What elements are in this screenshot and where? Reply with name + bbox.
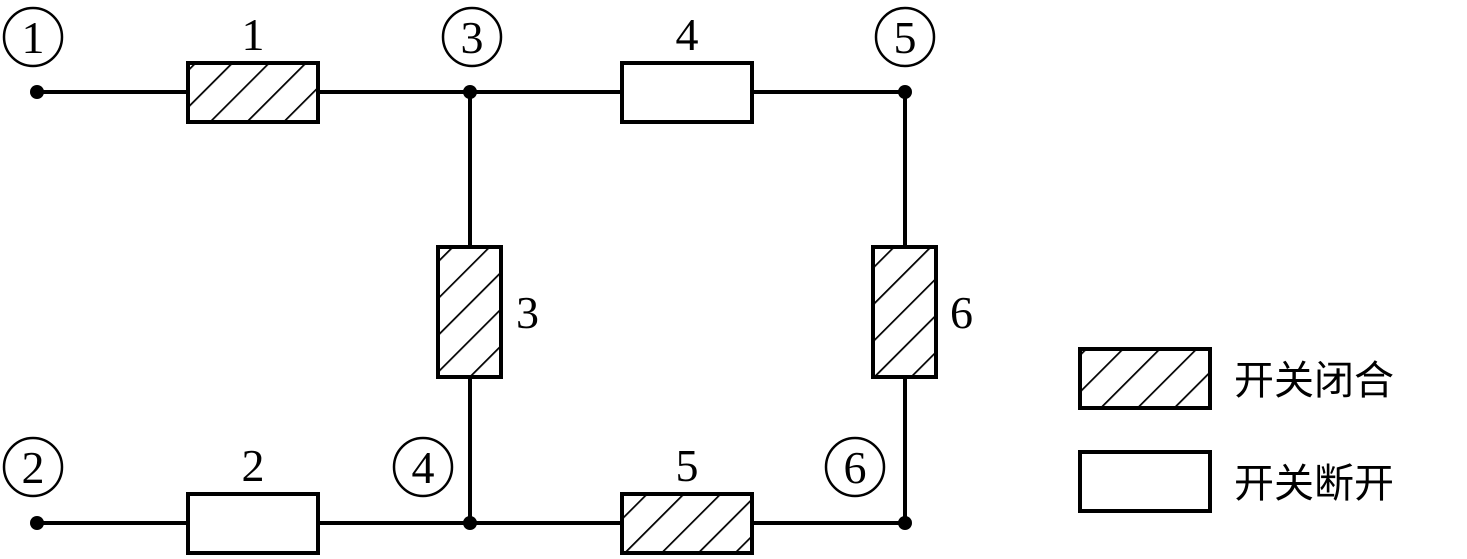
junctions bbox=[30, 85, 912, 530]
node-label-1: 1 bbox=[22, 12, 45, 63]
legend-closed-swatch bbox=[1078, 347, 1212, 410]
switch-label-4: 4 bbox=[676, 9, 699, 60]
legend-open-label: 开关断开 bbox=[1234, 461, 1394, 507]
node-circle-4 bbox=[392, 436, 454, 498]
junction-dot-3 bbox=[463, 85, 477, 99]
switch-1 bbox=[186, 61, 320, 124]
switch-label-5: 5 bbox=[676, 440, 699, 491]
node-circle-3 bbox=[441, 6, 503, 68]
switch-label-2: 2 bbox=[242, 440, 265, 491]
node-label-4: 4 bbox=[412, 442, 435, 493]
legend-open-swatch bbox=[1078, 450, 1212, 513]
junction-dot-4 bbox=[463, 516, 477, 530]
junction-dot-6 bbox=[898, 516, 912, 530]
switches bbox=[186, 61, 938, 555]
node-label-2: 2 bbox=[22, 442, 45, 493]
node-circle-6 bbox=[824, 436, 886, 498]
node-1: 1 bbox=[2, 6, 64, 68]
node-markers: 1 2 3 4 5 6 bbox=[2, 6, 936, 498]
node-circle-5 bbox=[874, 6, 936, 68]
node-label-3: 3 bbox=[461, 12, 484, 63]
node-circle-2 bbox=[2, 436, 64, 498]
junction-dot-1 bbox=[30, 85, 44, 99]
node-2: 2 bbox=[2, 436, 64, 498]
legend: 开关闭合 开关断开 bbox=[1078, 347, 1394, 513]
switch-6 bbox=[871, 245, 938, 379]
switch-labels: 1 2 3 4 5 6 bbox=[242, 9, 974, 491]
switch-3 bbox=[436, 245, 503, 379]
switch-label-3: 3 bbox=[516, 287, 539, 338]
switch-5 bbox=[620, 492, 754, 555]
node-3: 3 bbox=[441, 6, 503, 68]
node-label-6: 6 bbox=[844, 442, 867, 493]
junction-dot-2 bbox=[30, 516, 44, 530]
node-4: 4 bbox=[392, 436, 454, 498]
node-circle-1 bbox=[2, 6, 64, 68]
switch-label-6: 6 bbox=[950, 287, 973, 338]
wires bbox=[37, 90, 907, 525]
node-6: 6 bbox=[824, 436, 886, 498]
node-5: 5 bbox=[874, 6, 936, 68]
legend-closed-label: 开关闭合 bbox=[1234, 358, 1394, 404]
switch-4 bbox=[620, 61, 754, 124]
switch-label-1: 1 bbox=[242, 9, 265, 60]
switch-2 bbox=[186, 492, 320, 555]
node-label-5: 5 bbox=[894, 12, 917, 63]
junction-dot-5 bbox=[898, 85, 912, 99]
